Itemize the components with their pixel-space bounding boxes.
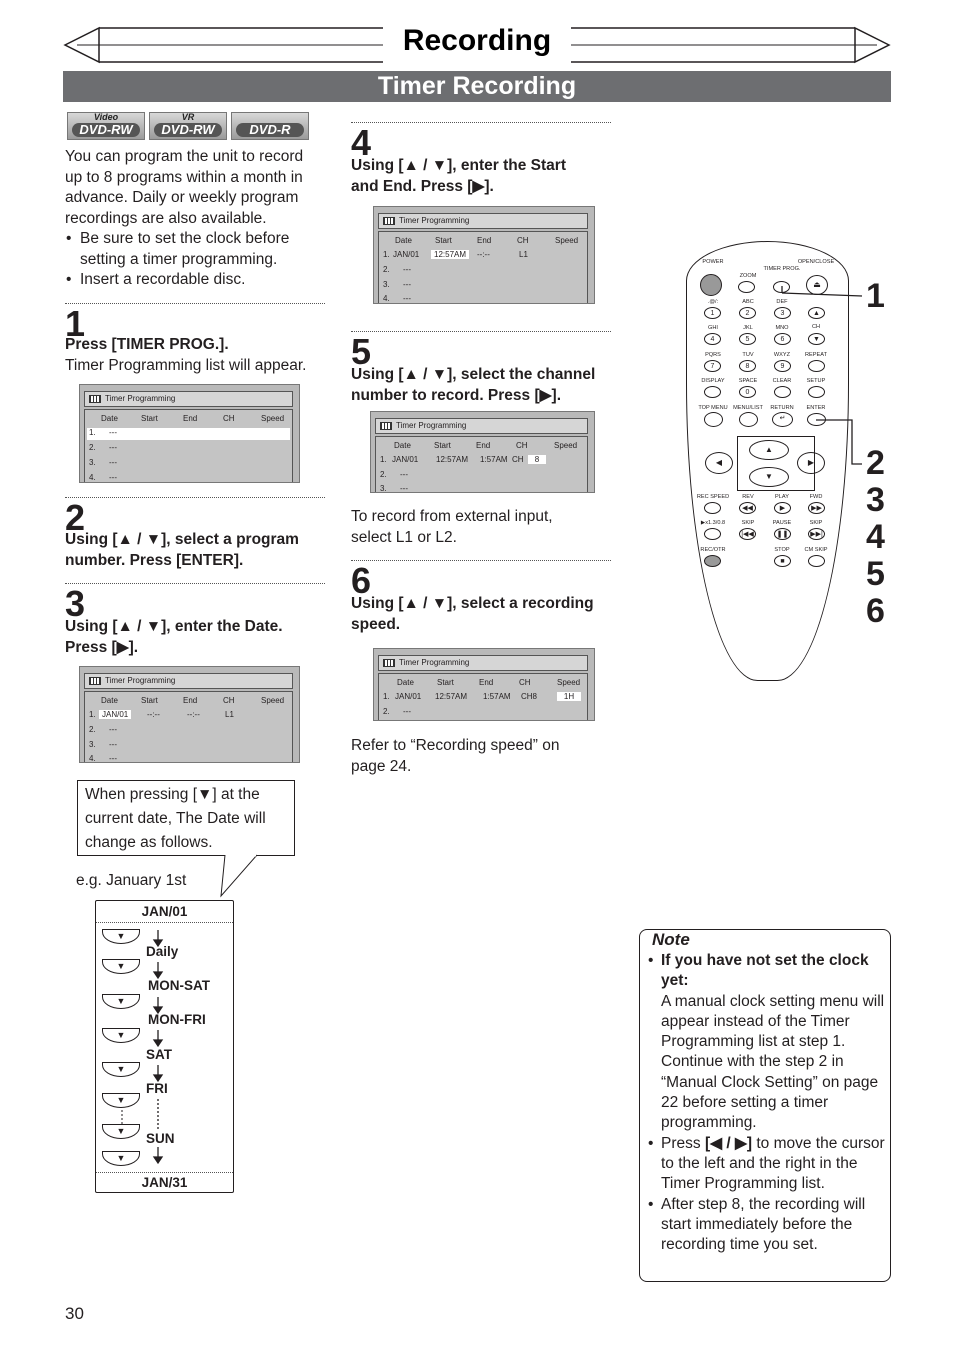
date-start: JAN/01 <box>141 904 188 919</box>
down-button-icon: ▼ <box>102 1151 140 1166</box>
digit-1-button[interactable]: 1 <box>704 307 721 319</box>
channel-down-button[interactable]: ▼ <box>808 333 825 345</box>
down-button[interactable]: ▼ <box>749 467 789 487</box>
page-title: Recording <box>402 24 552 57</box>
banner-frame <box>63 26 891 64</box>
down-button-icon: ▼ <box>102 1028 140 1043</box>
pause-button[interactable]: ❚❚ <box>774 528 791 540</box>
divider <box>65 583 325 584</box>
right-button[interactable]: ▶ <box>797 452 825 474</box>
section-title: Timer Recording <box>63 71 891 102</box>
step-number: 3 <box>65 583 86 624</box>
callout-step-1: 1 <box>866 277 885 315</box>
step-number: 2 <box>65 497 86 538</box>
divider <box>351 560 611 561</box>
down-button-icon: ▼ <box>102 1124 140 1139</box>
step-number: 6 <box>351 560 372 601</box>
top-menu-button[interactable] <box>704 412 723 427</box>
step-number: 1 <box>65 303 86 344</box>
step-instruction: Using [▲ / ▼], enter the Date.Press [▶]. <box>65 618 283 656</box>
clear-button[interactable] <box>774 386 791 398</box>
rewind-button[interactable]: ◀◀ <box>739 502 756 514</box>
cm-skip-button[interactable] <box>808 555 825 567</box>
up-button[interactable]: ▲ <box>749 440 789 460</box>
date-end: JAN/31 <box>141 1175 188 1190</box>
power-button[interactable] <box>700 274 722 296</box>
display-button[interactable] <box>704 386 721 398</box>
note-title: Note <box>652 930 690 949</box>
digit-7-button[interactable]: 7 <box>704 360 721 372</box>
rec-speed-button[interactable] <box>704 502 721 514</box>
example-label: e.g. January 1st <box>76 872 187 889</box>
fast-forward-button[interactable]: ▶▶ <box>808 502 825 514</box>
skip-back-button[interactable]: |◀◀ <box>739 528 756 540</box>
down-button-icon: ▼ <box>102 1093 140 1108</box>
play-button[interactable]: ▶ <box>774 502 791 514</box>
speed-play-button[interactable] <box>704 528 721 540</box>
digit-6-button[interactable]: 6 <box>774 333 791 345</box>
menu-list-button[interactable] <box>739 412 758 427</box>
stop-button[interactable]: ■ <box>774 555 791 567</box>
rec-otr-button[interactable] <box>704 555 721 567</box>
date-cycle-diagram: JAN/01 ▼ ▼ ▼ ▼ ▼ ▼ ▼ ▼ Daily MON-SAT MON… <box>95 900 234 1193</box>
step-number: 4 <box>351 122 372 163</box>
digit-4-button[interactable]: 4 <box>704 333 721 345</box>
intro-text: You can program the unit to record up to… <box>65 148 304 288</box>
down-button-icon: ▼ <box>102 994 140 1009</box>
callout-step-3: 3 <box>866 481 885 519</box>
repeat-button[interactable] <box>808 360 825 372</box>
digit-9-button[interactable]: 9 <box>774 360 791 372</box>
divider <box>65 303 325 304</box>
zoom-button[interactable] <box>738 281 755 293</box>
digit-0-button[interactable]: 0 <box>739 386 756 398</box>
digit-8-button[interactable]: 8 <box>739 360 756 372</box>
page-number: 30 <box>65 1304 84 1323</box>
digit-3-button[interactable]: 3 <box>774 307 791 319</box>
dotted-line <box>121 1110 123 1126</box>
channel-up-button[interactable]: ▲ <box>808 307 825 319</box>
down-button-icon: ▼ <box>102 929 140 944</box>
callout-pointer <box>220 854 258 898</box>
disc-logo: DVD-R <box>231 112 309 140</box>
callout-step-4: 4 <box>866 518 885 556</box>
down-button-icon: ▼ <box>102 1062 140 1077</box>
down-button-icon: ▼ <box>102 959 140 974</box>
left-button[interactable]: ◀ <box>705 452 733 474</box>
digit-5-button[interactable]: 5 <box>739 333 756 345</box>
divider <box>351 331 611 332</box>
divider <box>351 122 611 123</box>
divider <box>65 497 325 498</box>
callout-lines <box>781 286 863 465</box>
step-text: Timer Programming list will appear. <box>65 357 307 374</box>
callout-step-6: 6 <box>866 592 885 630</box>
step-note: To record from external input,select L1 … <box>351 508 553 546</box>
callout-step-2: 2 <box>866 444 885 482</box>
arrow-column <box>152 930 164 1165</box>
note-box: Note If you have not set the clock yet:A… <box>639 929 891 1282</box>
return-button[interactable]: ↵ <box>772 412 793 427</box>
callout-step-5: 5 <box>866 555 885 593</box>
digit-2-button[interactable]: 2 <box>739 307 756 319</box>
step-number: 5 <box>351 331 372 372</box>
setup-button[interactable] <box>808 386 825 398</box>
step-instruction: Press [TIMER PROG.]. <box>65 336 229 353</box>
skip-forward-button[interactable]: ▶▶| <box>808 528 825 540</box>
